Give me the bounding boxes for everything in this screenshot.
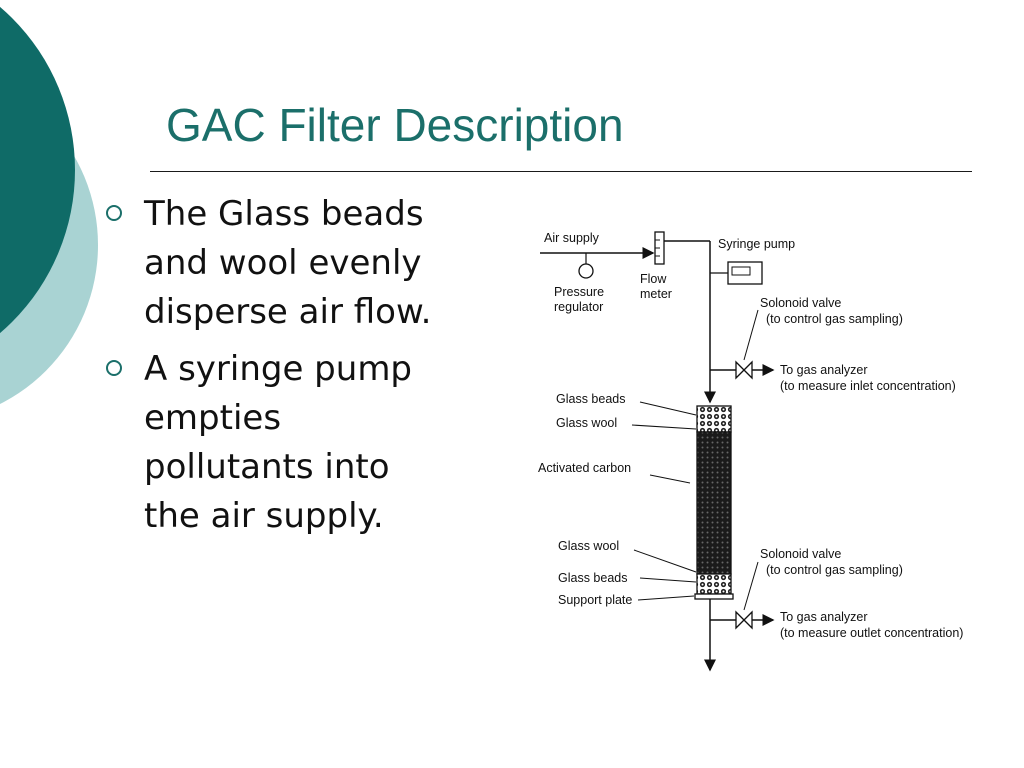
- dark-teal-circle: [0, 6, 75, 334]
- slide-title: GAC Filter Description: [166, 99, 624, 151]
- label-pressure-regulator: Pressure: [554, 285, 604, 299]
- bullet-line: The Glass beads: [144, 194, 424, 234]
- label-solenoid-valve-top: Solonoid valve: [760, 296, 841, 310]
- label-glass-beads-bottom: Glass beads: [558, 571, 627, 585]
- bullet-item-glass-beads: The Glass beads and wool evenly disperse…: [104, 190, 524, 337]
- circle-bullet-icon: [106, 360, 122, 376]
- syringe-barrel: [731, 266, 751, 276]
- solenoid-valve-top-icon: [735, 360, 753, 380]
- label-glass-wool-top: Glass wool: [556, 416, 617, 430]
- label-glass-wool-bottom: Glass wool: [558, 539, 619, 553]
- pointer-line: [743, 309, 759, 361]
- bullet-item-syringe-pump: A syringe pump empties pollutants into t…: [104, 345, 524, 541]
- support-plate: [694, 593, 734, 600]
- pointer-line: [649, 474, 691, 484]
- label-solenoid-valve-bottom: Solonoid valve: [760, 547, 841, 561]
- glass-beads-top-layer: [696, 405, 732, 433]
- decorative-circles: [0, 6, 98, 405]
- bullet-line: and wool evenly: [144, 243, 422, 283]
- bullet-line: disperse air flow.: [144, 292, 432, 332]
- label-activated-carbon: Activated carbon: [538, 461, 631, 475]
- pointer-line: [743, 561, 759, 611]
- label-solenoid-valve-bottom: (to control gas sampling): [766, 563, 903, 577]
- pointer-line: [637, 595, 695, 601]
- title-divider: [150, 171, 972, 172]
- label-solenoid-valve-top: (to control gas sampling): [766, 312, 903, 326]
- label-air-supply: Air supply: [544, 231, 600, 245]
- pointer-line: [633, 549, 697, 573]
- circle-bullet-icon: [106, 205, 122, 221]
- label-syringe-pump: Syringe pump: [718, 237, 795, 251]
- label-gas-analyzer-bottom: (to measure outlet concentration): [780, 626, 963, 640]
- bullet-line: the air supply.: [144, 496, 384, 536]
- bullet-list: The Glass beads and wool evenly disperse…: [104, 190, 524, 549]
- activated-carbon-bed: [696, 431, 732, 575]
- bullet-line: A syringe pump: [144, 349, 413, 389]
- label-glass-beads-top: Glass beads: [556, 392, 625, 406]
- glass-beads-bottom-layer: [696, 573, 732, 595]
- label-flow-meter: Flow: [640, 272, 667, 286]
- label-gas-analyzer-top: To gas analyzer: [780, 363, 868, 377]
- solenoid-valve-bottom-icon: [735, 610, 753, 630]
- bullet-line: pollutants into: [144, 447, 390, 487]
- label-gas-analyzer-top: (to measure inlet concentration): [780, 379, 956, 393]
- label-gas-analyzer-bottom: To gas analyzer: [780, 610, 868, 624]
- pointer-line: [639, 577, 697, 583]
- label-support-plate: Support plate: [558, 593, 632, 607]
- gac-filter-diagram: Air supply Pressure regulator Flow meter…: [538, 231, 963, 672]
- pointer-line: [639, 401, 697, 416]
- label-flow-meter: meter: [640, 287, 672, 301]
- label-pressure-regulator: regulator: [554, 300, 603, 314]
- pressure-regulator-icon: [578, 263, 594, 279]
- bullet-line: empties: [144, 398, 282, 438]
- pointer-line: [631, 424, 697, 430]
